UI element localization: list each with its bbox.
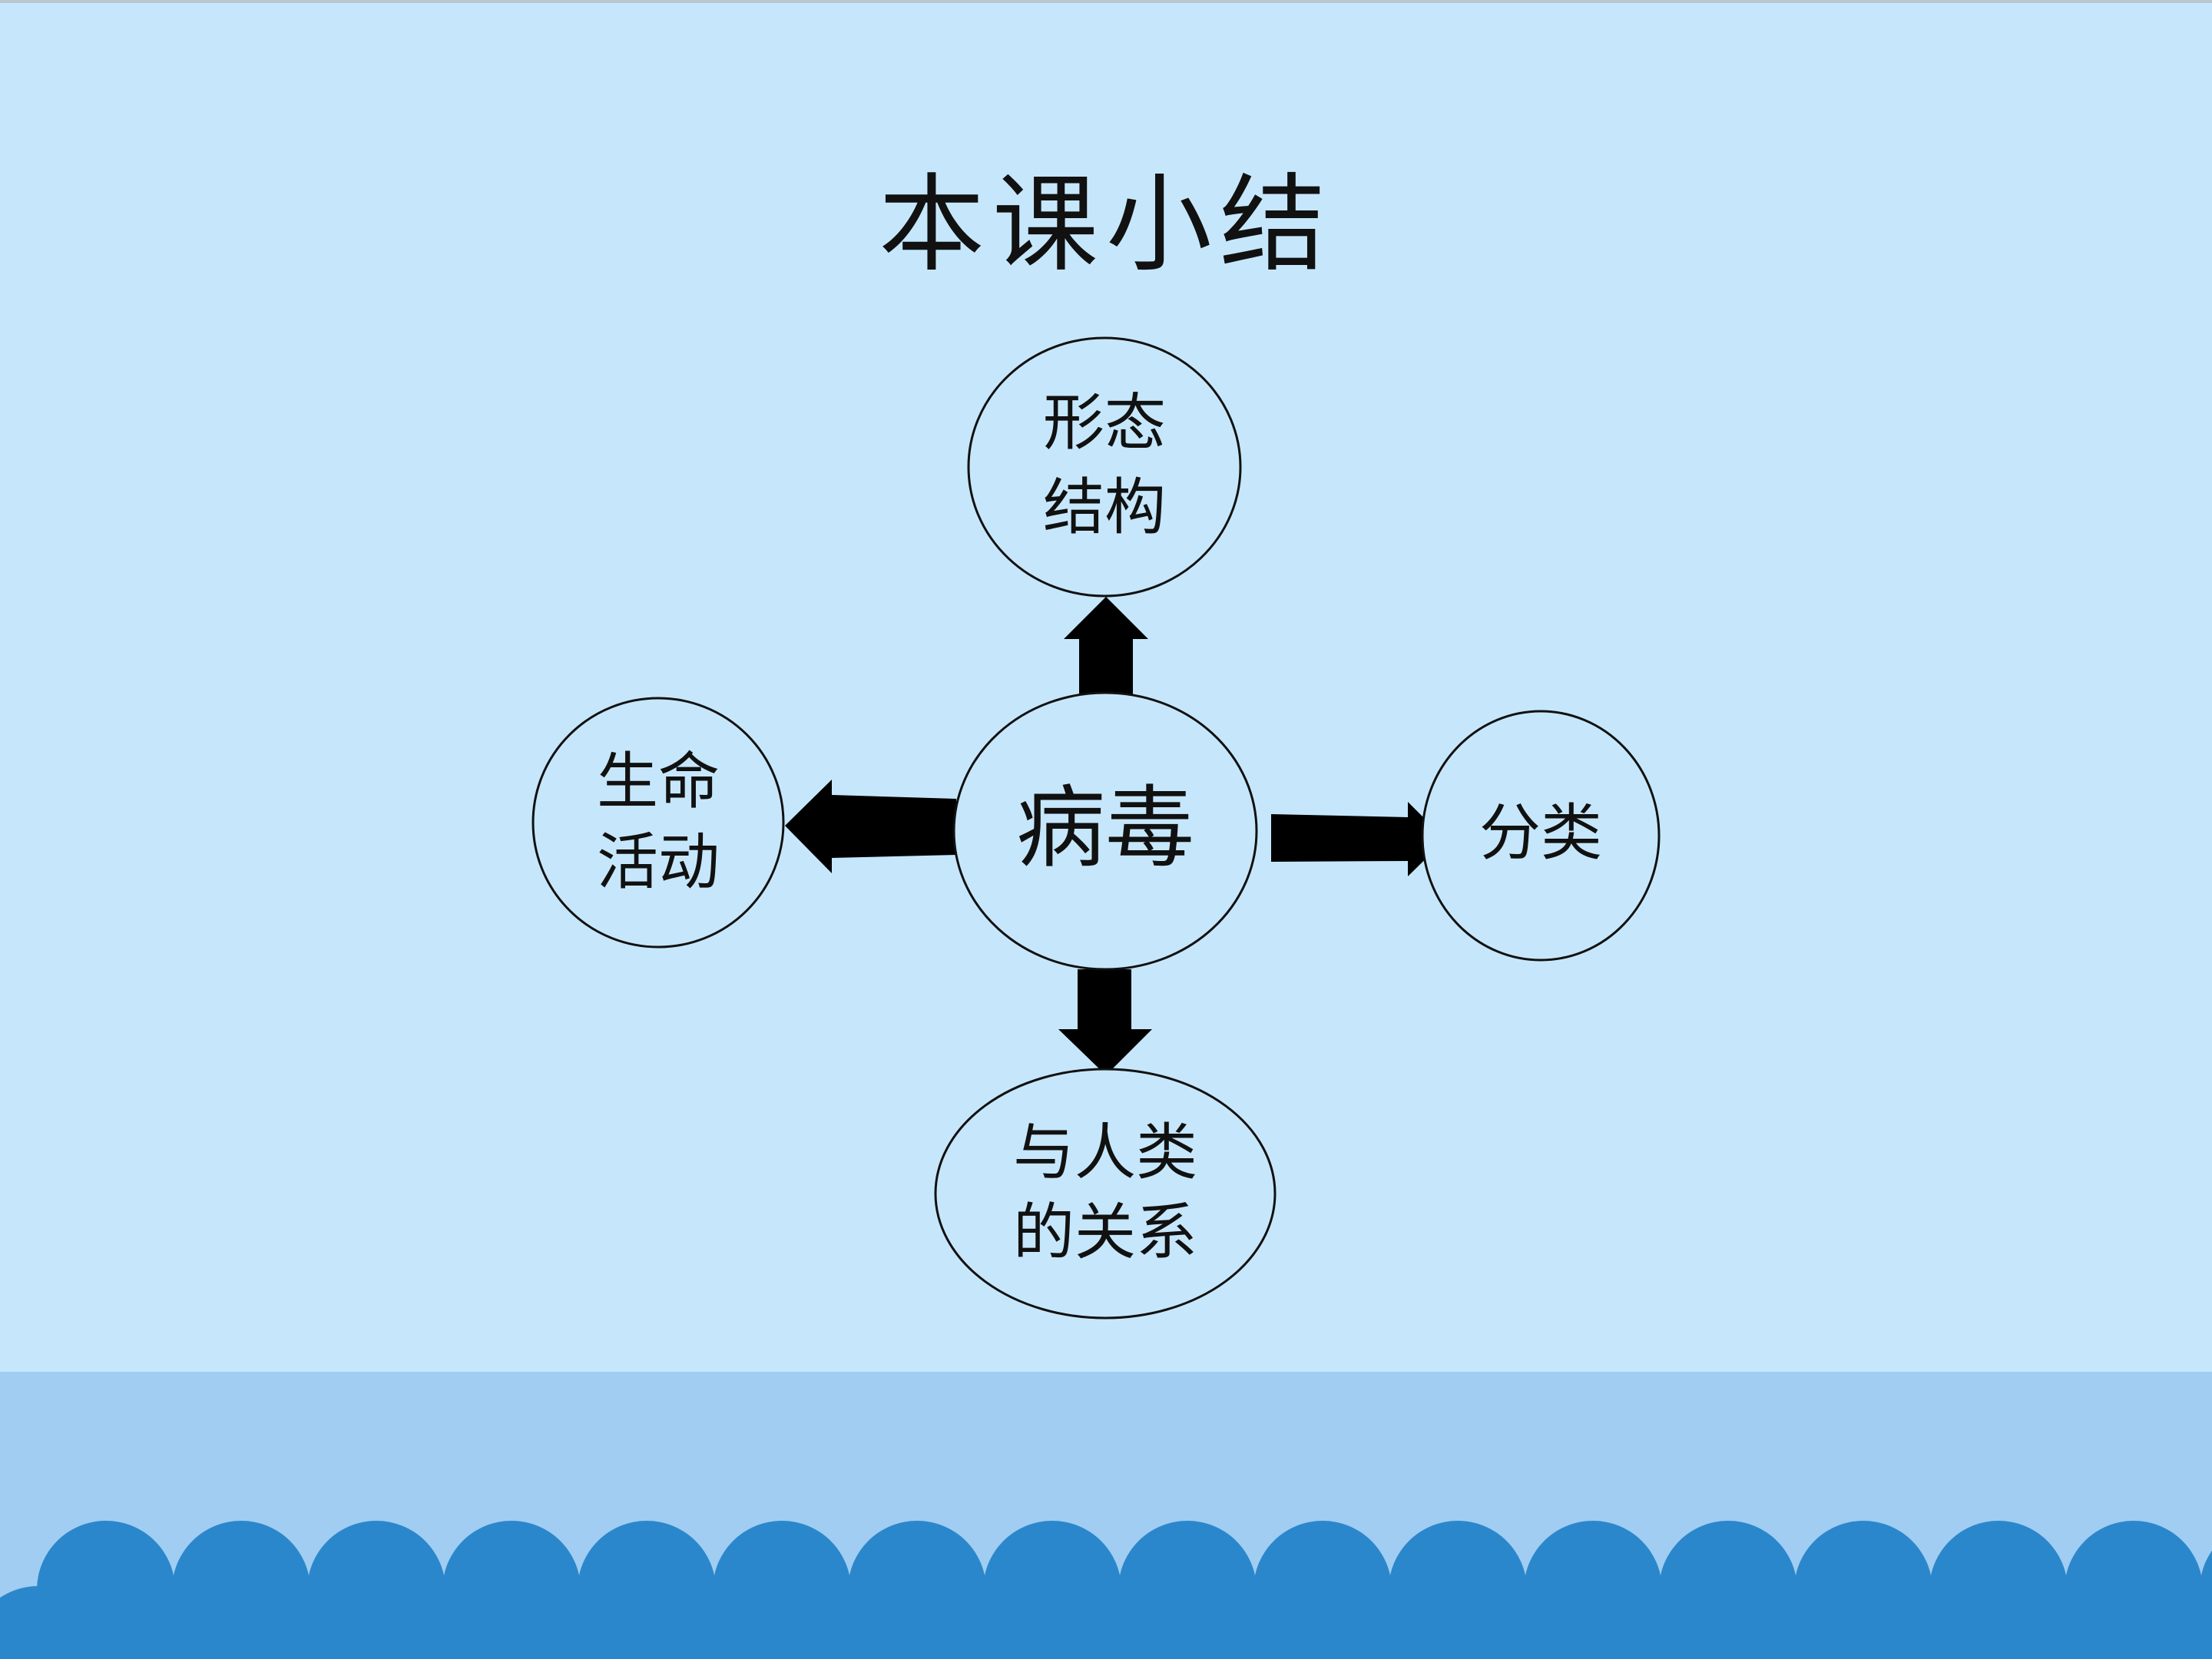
node-bottom-line-2: 的关系	[1013, 1197, 1197, 1268]
node-top-ellipse	[967, 336, 1242, 598]
arrow-down	[1058, 969, 1152, 1075]
node-top-line-1: 形态	[1043, 387, 1166, 459]
scallop-shape	[1591, 1586, 1730, 1659]
node-right: 分类	[1421, 710, 1661, 962]
arrow-right	[1271, 802, 1445, 876]
node-left-ellipse	[531, 697, 785, 949]
top-border	[0, 0, 2212, 3]
scallop-shape	[0, 1586, 108, 1659]
arrow-left	[785, 780, 956, 873]
scallop-shape	[916, 1586, 1054, 1659]
node-right-line-1: 分类	[1479, 797, 1602, 869]
scallop-shape	[780, 1586, 919, 1659]
slide-title: 本课小结	[878, 163, 1333, 286]
node-left-line-2: 活动	[597, 826, 720, 898]
node-top: 形态 结构	[967, 336, 1242, 598]
scallop-shape	[1456, 1586, 1594, 1659]
scallop-shape	[645, 1586, 783, 1659]
node-center-ellipse	[952, 691, 1258, 971]
scallop-shape	[2132, 1586, 2212, 1659]
scallop-shape	[240, 1586, 378, 1659]
node-left-line-1: 生命	[597, 746, 720, 817]
scallop-shape	[104, 1586, 243, 1659]
node-left: 生命 活动	[531, 697, 785, 949]
scallop-shape	[1727, 1586, 1865, 1659]
scallop-shape	[1186, 1586, 1324, 1659]
node-center: 病毒	[952, 691, 1258, 971]
node-bottom: 与人类 的关系	[934, 1068, 1277, 1320]
node-right-ellipse	[1421, 710, 1661, 962]
scallop-shape	[1321, 1586, 1459, 1659]
scallop-shape	[1051, 1586, 1189, 1659]
scallop-shape	[510, 1586, 648, 1659]
scallop-shape	[375, 1586, 513, 1659]
node-top-line-2: 结构	[1043, 472, 1166, 543]
node-bottom-line-1: 与人类	[1013, 1117, 1197, 1188]
node-center-label: 病毒	[1016, 777, 1194, 880]
arrow-up	[1064, 597, 1148, 697]
scallop-shape	[1862, 1586, 2000, 1659]
scallop-shape	[1997, 1586, 2135, 1659]
node-bottom-ellipse	[934, 1068, 1277, 1320]
